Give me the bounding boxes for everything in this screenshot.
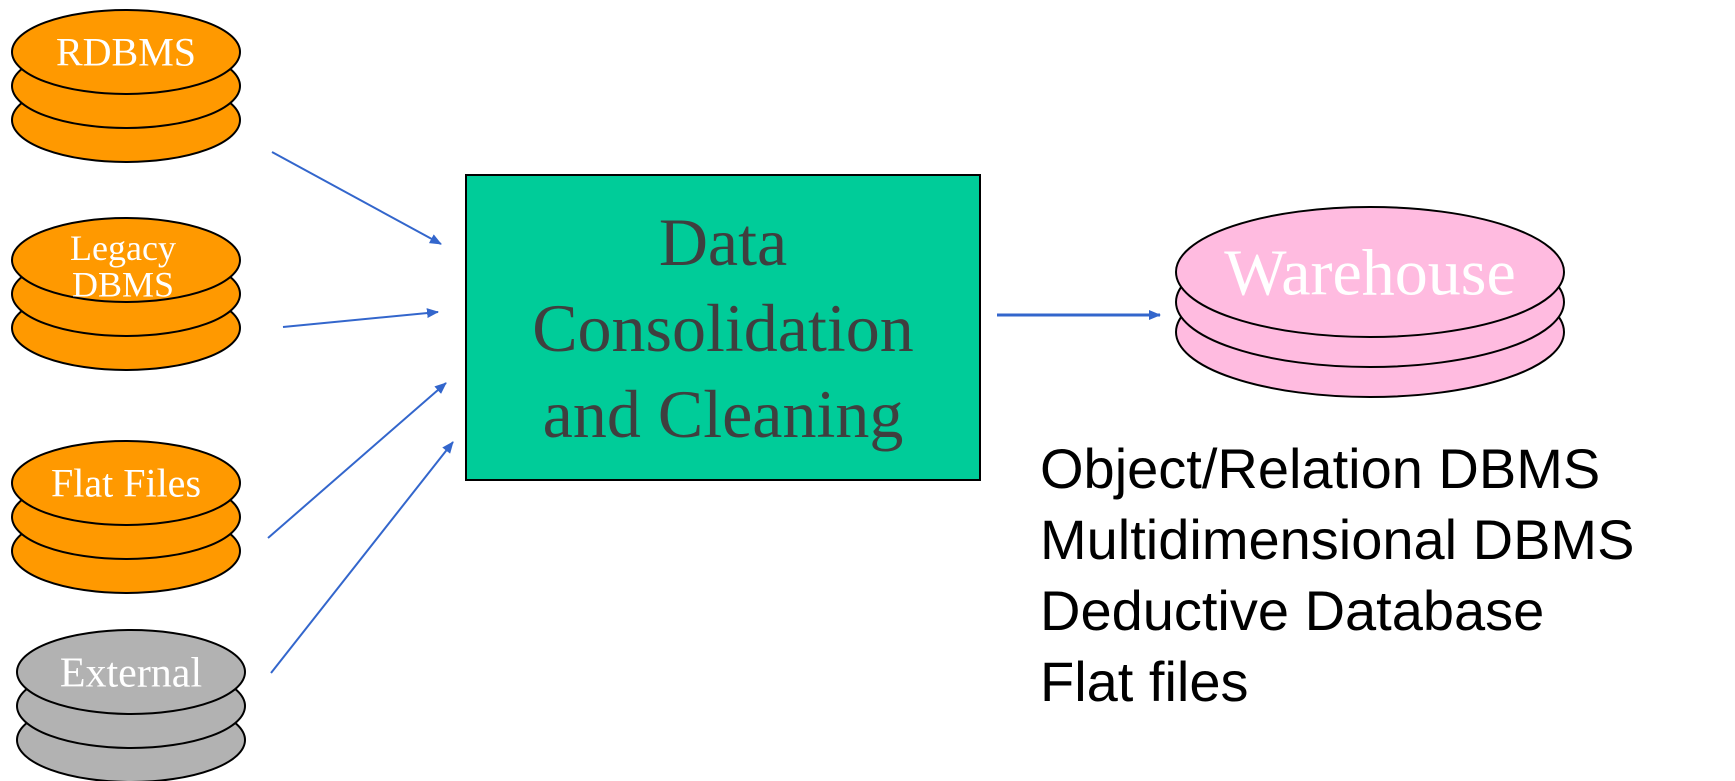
warehouse-type-deductive: Deductive Database	[1040, 579, 1545, 642]
warehouse-database-label-line-1: Warehouse	[1224, 236, 1516, 309]
consolidation-cleaning-box	[465, 174, 981, 481]
warehouse-type-multidimensional: Multidimensional DBMS	[1040, 508, 1635, 571]
warehouse-database: Warehouse	[1175, 206, 1565, 398]
legacy-dbms-database-disk-1	[11, 217, 241, 303]
arrow-external	[270, 441, 454, 674]
external-database-disk-1	[16, 629, 246, 715]
legacy-dbms-database-label-line-2: DBMS	[72, 265, 174, 305]
arrow-rdbms	[271, 151, 442, 245]
process-label-line-2: Consolidation	[532, 289, 914, 366]
rdbms-database-disk-1	[11, 9, 241, 95]
rdbms-database-label-line-1: RDBMS	[56, 30, 196, 75]
process-label-line-1: Data	[658, 203, 788, 280]
warehouse-type-list: Object/Relation DBMS Multidimensional DB…	[1040, 433, 1634, 717]
rdbms-database: RDBMS	[11, 9, 241, 163]
legacy-dbms-database-label-line-1: Legacy	[70, 228, 176, 268]
flat-files-database: Flat Files	[11, 440, 241, 594]
warehouse-database: Warehouse	[1175, 206, 1565, 398]
flat-files-database-disk-1	[11, 440, 241, 526]
warehouse-database-disk-1	[1175, 206, 1565, 338]
arrow-legacy-dbms	[282, 308, 439, 328]
external-database: External	[16, 629, 246, 781]
process-label: Data Consolidation and Cleaning	[466, 175, 980, 480]
warehouse-type-flat-files: Flat files	[1040, 650, 1249, 713]
process-label-line-3: and Cleaning	[542, 375, 904, 452]
external-database-label-line-1: External	[60, 650, 202, 696]
flat-files-database-label-line-1: Flat Files	[51, 461, 201, 506]
warehouse-type-object-relational: Object/Relation DBMS	[1040, 437, 1601, 500]
flow-arrows	[267, 151, 1161, 674]
arrow-flat-files	[267, 382, 447, 539]
